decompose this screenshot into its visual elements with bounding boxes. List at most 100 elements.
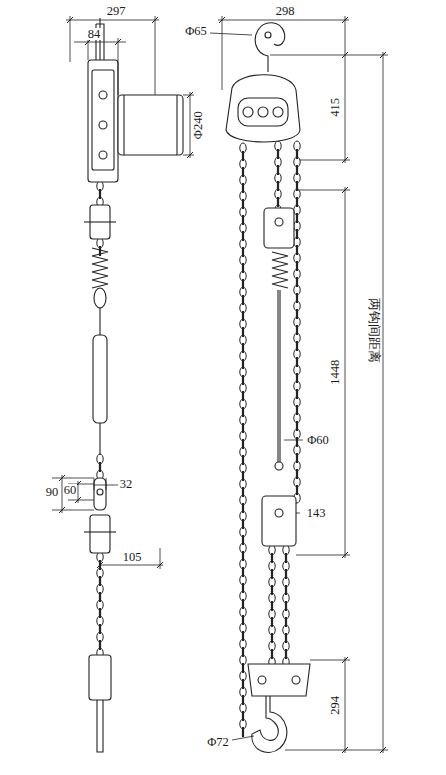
dimension-lines <box>345 187 346 558</box>
dimension-lines <box>285 750 388 751</box>
dimension-label: 1448 <box>329 359 342 386</box>
dimension-lines <box>100 565 163 566</box>
side-view <box>90 515 110 553</box>
dimension-lines <box>383 52 384 753</box>
side-view <box>118 95 183 155</box>
front-view <box>273 107 283 117</box>
dimension-ticks <box>187 152 193 158</box>
dimension-ticks <box>219 17 225 23</box>
dimension-label: 90 <box>45 486 60 499</box>
front-view <box>275 462 283 470</box>
side-view <box>99 308 100 335</box>
dimension-label: 32 <box>119 478 134 491</box>
dimension-label: Φ72 <box>206 736 230 749</box>
front-view <box>292 676 300 684</box>
front-view <box>226 75 300 142</box>
front-view <box>275 509 283 517</box>
dimension-lines <box>70 16 71 62</box>
front-view <box>258 676 266 684</box>
dimension-lines <box>118 38 119 95</box>
dimension-lines <box>232 736 254 740</box>
dimension-ticks <box>342 747 348 753</box>
dimension-lines <box>270 55 388 56</box>
front-view <box>275 218 283 226</box>
dimension-lines <box>296 555 350 556</box>
dimension-ticks <box>75 497 81 503</box>
dimension-label: 297 <box>106 5 127 18</box>
dimension-lines <box>284 440 303 441</box>
side-view <box>84 531 116 532</box>
front-view <box>248 664 310 696</box>
dimension-lines <box>94 478 95 490</box>
side-view <box>84 221 116 222</box>
dimension-ticks <box>380 747 386 753</box>
dimension-label: 294 <box>329 695 342 716</box>
dimension-ticks <box>342 157 348 163</box>
dimension-lines <box>52 478 94 479</box>
front-view <box>272 252 288 288</box>
dimension-lines <box>52 16 388 753</box>
dimension-label: 298 <box>275 5 296 18</box>
front-view <box>243 107 253 117</box>
dimension-lines <box>300 160 350 161</box>
dimension-lines <box>68 500 94 501</box>
side-view <box>97 489 103 495</box>
dimension-lines <box>296 513 300 514</box>
dimension-lines <box>155 16 156 95</box>
front-view <box>262 496 296 546</box>
dimension-lines <box>183 155 194 156</box>
dimension-lines <box>210 33 252 35</box>
dimension-ticks <box>342 657 348 663</box>
front-view <box>265 32 271 38</box>
dimension-ticks <box>187 92 193 98</box>
side-view <box>123 95 124 155</box>
load-chain <box>242 727 244 737</box>
dimension-label: Φ240 <box>192 110 205 140</box>
dimension-lines <box>190 92 191 158</box>
dimension-label: Φ65 <box>184 25 208 38</box>
load-chain <box>97 141 300 737</box>
dimension-label: Φ60 <box>306 434 330 447</box>
front-view <box>277 290 278 462</box>
dimension-ticks <box>59 507 65 513</box>
side-view <box>88 60 118 182</box>
side-view <box>84 18 183 752</box>
dimension-lines <box>296 190 350 191</box>
dimension-label: 84 <box>87 28 102 41</box>
dimension-lines <box>345 52 346 163</box>
dimension-label: 两钩间距离 <box>367 297 380 364</box>
dimension-ticks <box>342 552 348 558</box>
front-view <box>252 696 287 752</box>
dimension-ticks <box>97 562 103 568</box>
dimension-label: 105 <box>122 551 143 564</box>
front-view <box>258 107 268 117</box>
side-view <box>94 478 106 510</box>
front-view <box>255 23 284 72</box>
front-view <box>226 23 310 753</box>
front-view <box>279 290 280 462</box>
dimension-lines <box>345 657 346 753</box>
dimension-ticks <box>342 52 348 58</box>
side-view <box>94 288 106 308</box>
dimension-ticks <box>59 475 65 481</box>
side-view <box>99 423 100 455</box>
dimension-ticks <box>342 17 348 23</box>
dimension-ticks <box>115 39 121 45</box>
dimension-ticks <box>380 52 386 58</box>
dimension-label: 60 <box>63 484 78 497</box>
side-view <box>99 91 107 99</box>
side-view <box>99 151 107 159</box>
dimension-lines <box>218 20 349 21</box>
dimension-label: 143 <box>306 507 327 520</box>
side-view <box>176 95 177 155</box>
front-view <box>264 208 294 248</box>
dimension-lines <box>66 20 159 21</box>
side-view <box>97 700 103 752</box>
side-view <box>93 335 107 423</box>
side-view <box>92 248 108 288</box>
side-view <box>89 655 111 700</box>
dimension-label: 415 <box>329 97 342 118</box>
dimension-lines <box>183 95 194 96</box>
dimension-ticks <box>157 562 163 568</box>
